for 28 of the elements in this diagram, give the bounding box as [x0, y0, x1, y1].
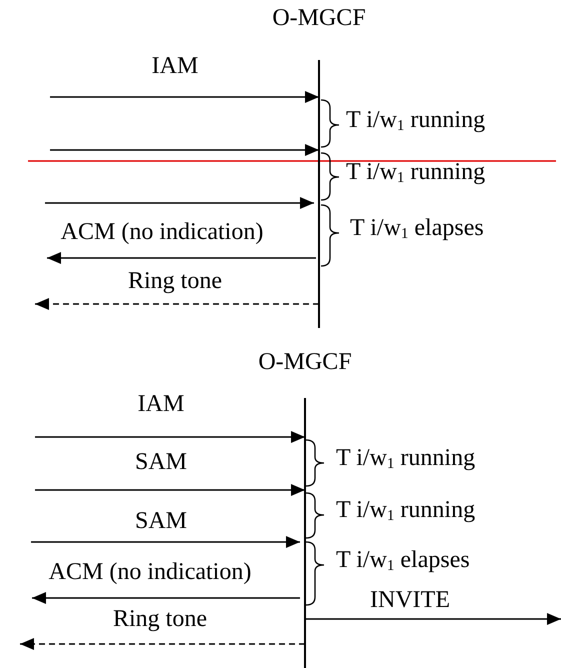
- message-label: IAM: [152, 52, 198, 80]
- arrow: [35, 484, 305, 496]
- participant-label: O-MGCF: [271, 4, 367, 32]
- message-label: SAM: [134, 507, 188, 535]
- arrow: [50, 144, 319, 156]
- arrow: [47, 252, 316, 264]
- timer-note: T i/w$_{1}$ running: [336, 444, 476, 472]
- arrow: [50, 91, 319, 103]
- arrow: [45, 197, 314, 209]
- participant-label: O-MGCF: [257, 348, 353, 376]
- message-label: Ring tone: [128, 267, 222, 295]
- timer-note: T i/w$_{1}$ running: [346, 106, 486, 134]
- arrow: [35, 298, 319, 310]
- message-label: INVITE: [370, 586, 450, 614]
- message-label: Ring tone: [113, 605, 207, 633]
- arrow: [305, 613, 561, 625]
- message-label: IAM: [138, 390, 184, 418]
- timer-note: T i/w$_{1}$ elapses: [350, 214, 484, 242]
- arrow: [32, 592, 300, 604]
- timer-note: T i/w$_{1}$ running: [336, 496, 476, 524]
- arrow: [31, 536, 300, 548]
- message-label: SAM: [134, 448, 188, 476]
- timer-note: T i/w$_{1}$ elapses: [336, 546, 470, 574]
- arrow: [35, 431, 305, 443]
- message-label: ACM (no indication): [60, 218, 264, 246]
- timer-note: T i/w$_{1}$ running: [346, 158, 486, 186]
- arrow: [20, 638, 305, 650]
- message-label: ACM (no indication): [48, 558, 252, 586]
